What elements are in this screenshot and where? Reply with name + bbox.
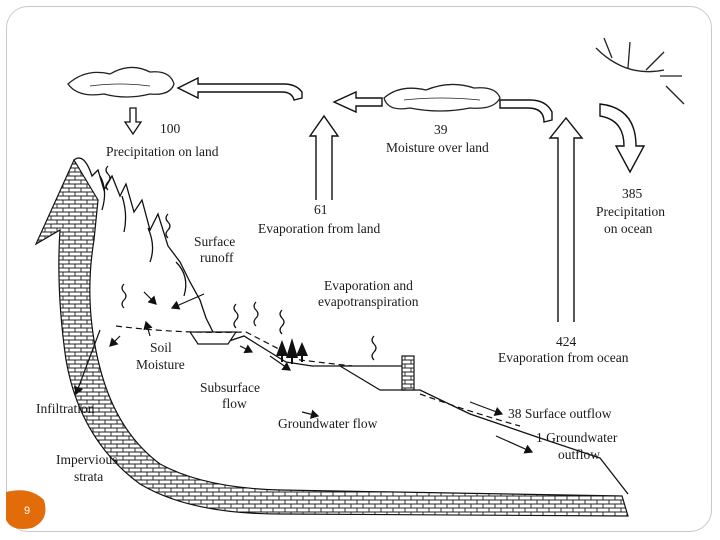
impervious-strata-label: Impervious [56,452,118,467]
lake [188,331,238,345]
infiltration-arrow [74,329,101,396]
soil-moisture-label: Soil [150,340,172,355]
surface-runoff-label: Surface [194,234,235,249]
moisture-land-label: Moisture over land [386,140,489,155]
cloud-icon [383,83,501,112]
precipitation-land-arrow [123,107,143,136]
soil-moisture-label-2: Moisture [136,357,185,372]
impervious-strata [34,158,629,517]
impervious-strata-label-2: strata [74,469,103,484]
slide-number-badge: 9 [6,490,46,529]
flow-arrow [109,291,534,454]
precip-land-value: 100 [160,121,181,136]
groundwater-flow-label: Groundwater flow [278,416,378,431]
evaporation-ocean-arrow [548,116,584,322]
evap-ocean-value: 424 [556,334,577,349]
moisture-transport-arrow [176,76,553,123]
evap-land-value: 61 [314,202,328,217]
groundwater-outflow-label: 1 Groundwater [536,430,618,445]
precipitation-ocean-arrow [599,103,646,174]
evapotranspiration-label: Evaporation and [324,278,413,293]
dam [401,355,415,391]
precip-land-label: Precipitation on land [106,144,219,159]
surface-runoff-label-2: runoff [200,250,234,265]
evaporation-squiggle-icon [105,165,377,361]
precip-ocean-label: Precipitation [596,204,665,219]
precip-ocean-value: 385 [622,186,643,201]
evapotranspiration-label-2: evapotranspiration [318,294,419,309]
subsurface-flow-label: Subsurface [200,380,260,395]
surface-outflow-label: 38 Surface outflow [508,406,612,421]
infiltration-label: Infiltration [36,401,95,416]
subsurface-flow-label-2: flow [222,396,247,411]
sun-icon [595,37,685,105]
groundwater-table [115,325,521,427]
slide-frame [6,6,712,532]
evaporation-land-arrow [308,114,340,200]
precip-ocean-label-2: on ocean [604,221,653,236]
labels: 100 Precipitation on land 39 Moisture ov… [36,121,665,484]
reservoir [337,365,405,391]
evap-land-label: Evaporation from land [258,221,380,236]
evap-ocean-label: Evaporation from ocean [498,350,629,365]
cloud-icon [67,66,175,98]
slide-number: 9 [24,505,30,517]
groundwater-outflow-label-2: outflow [558,447,600,462]
moisture-land-value: 39 [434,122,448,137]
